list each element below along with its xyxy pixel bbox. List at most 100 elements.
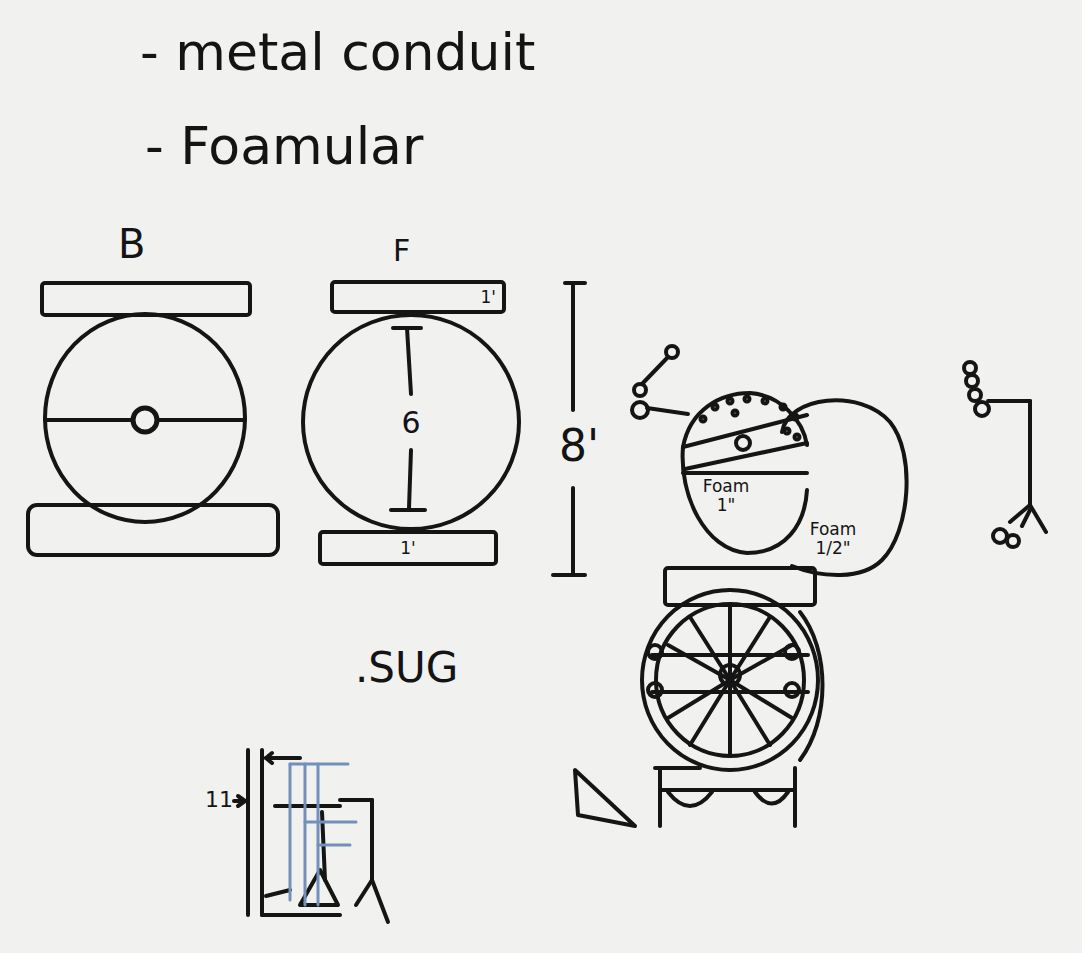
- dimension-line: [409, 450, 411, 508]
- bolt-hole: [713, 405, 718, 410]
- view-letter: F: [393, 234, 410, 267]
- wall-mount-sketch-stroke: [356, 880, 372, 905]
- b-frame-sketch-stroke: [45, 314, 245, 522]
- wall-mount-blue-lines-stroke: [305, 821, 356, 824]
- wheel-assembly-stroke: [800, 612, 823, 760]
- cut-line: [683, 471, 807, 475]
- material-note: - metal conduit: [140, 24, 535, 81]
- wheel-assembly-stroke: [720, 665, 740, 685]
- wheel-assembly: [642, 568, 823, 826]
- piece-outline: [683, 447, 807, 553]
- wall-mount-sketch-stroke: [275, 804, 340, 808]
- disc-outline: [303, 315, 519, 529]
- bolt-hole: [795, 435, 800, 440]
- wheel-assembly-stroke: [785, 645, 799, 659]
- bolt-hole: [745, 397, 750, 402]
- crank-handle-stroke: [647, 408, 688, 414]
- wall-mount-blue-lines-stroke: [304, 764, 307, 905]
- b-frame-sketch: [28, 283, 278, 555]
- stand-sketch-stroke: [993, 529, 1007, 543]
- outline-group: [782, 400, 907, 575]
- node-text: 1': [481, 288, 497, 307]
- wheel-assembly-stroke: [658, 768, 662, 826]
- wheel-assembly-stroke: [730, 680, 770, 745]
- view-letter: B: [118, 222, 145, 266]
- dimension-label: 11: [205, 788, 233, 812]
- stand-sketch-stroke: [1007, 535, 1019, 547]
- wall-mount-sketch-stroke: [260, 750, 264, 915]
- wall-mount-sketch-stroke: [266, 756, 300, 760]
- foam-1in-piece-outline: [675, 385, 810, 560]
- node-text: Foam 1/2": [800, 520, 866, 557]
- stand-sketch-stroke: [969, 389, 981, 401]
- wheel-assembly-stroke: [690, 680, 730, 745]
- wheel-assembly-stroke: [668, 792, 712, 806]
- node-text: 1': [400, 539, 416, 558]
- slab-outline: [320, 532, 496, 564]
- bottom-slab: 1': [318, 530, 498, 566]
- bolt-hole: [701, 417, 706, 422]
- height-dimension-stroke: [571, 285, 575, 410]
- wall-mount-blue-lines-stroke: [317, 764, 320, 905]
- wheel-assembly-stroke: [785, 683, 799, 697]
- node-text: 6: [401, 406, 420, 439]
- wheel-assembly-stroke: [660, 788, 795, 792]
- wall-mount-sketch-stroke: [372, 880, 388, 922]
- crank-handle-stroke: [642, 357, 668, 384]
- wheel-assembly-stroke: [728, 606, 732, 680]
- b-frame-sketch-stroke: [158, 418, 245, 422]
- wheel-assembly-stroke: [668, 680, 730, 718]
- stand-sketch-stroke: [966, 375, 978, 387]
- wall-mount-blue-lines-stroke: [289, 764, 292, 900]
- material-note: - Foamular: [145, 118, 423, 175]
- wall-mount-sketch-stroke: [370, 800, 374, 880]
- piece-outline: [782, 400, 907, 575]
- foam-1in-piece: Foam 1": [675, 385, 810, 560]
- bolt-hole: [763, 399, 768, 404]
- height-dimension-stroke: [565, 281, 585, 285]
- foam-disc: 6: [300, 312, 522, 532]
- wall-mount-sketch-stroke: [238, 796, 245, 806]
- wheel-assembly-stroke: [656, 604, 804, 756]
- stand-sketch-stroke: [1028, 401, 1032, 505]
- crank-handle: [632, 346, 688, 418]
- wedge-sketch-stroke: [575, 770, 635, 826]
- bolt-hole: [781, 405, 786, 410]
- top-slab-outline: [330, 280, 506, 314]
- wall-mount-sketch: [234, 750, 388, 922]
- bolt-hole: [728, 399, 733, 404]
- stand-sketch-stroke: [975, 402, 989, 416]
- b-frame-sketch-stroke: [42, 283, 250, 315]
- crank-handle-stroke: [632, 402, 648, 418]
- wall-mount-sketch-stroke: [340, 798, 372, 802]
- conduit-band: [685, 443, 807, 469]
- height-dimension-stroke: [553, 573, 585, 577]
- height-dimension-label: 8': [556, 420, 602, 472]
- foam-half-in-piece: Foam 1/2": [770, 392, 910, 582]
- dimension-line: [407, 328, 411, 394]
- node-text: Foam 1": [695, 477, 757, 514]
- axle-hole: [736, 436, 750, 450]
- wheel-assembly-stroke: [755, 792, 788, 804]
- b-frame-sketch-stroke: [133, 408, 157, 432]
- height-dimension-stroke: [571, 488, 575, 573]
- wheel-assembly-stroke: [648, 683, 662, 697]
- outline-group: [332, 282, 504, 312]
- b-frame-sketch-stroke: [45, 418, 132, 422]
- wheel-assembly-stroke: [793, 768, 797, 826]
- bolt-hole: [785, 429, 790, 434]
- wall-mount-sketch-stroke: [262, 913, 340, 917]
- stand-sketch-stroke: [1022, 510, 1030, 526]
- stand-sketch-stroke: [1030, 505, 1046, 532]
- wedge-sketch: [575, 770, 635, 826]
- bolt-hole: [733, 411, 738, 416]
- wheel-assembly-stroke: [730, 680, 792, 718]
- outline-group: [320, 532, 496, 564]
- note-text: .SUG: [355, 645, 458, 691]
- crank-handle-stroke: [634, 384, 646, 396]
- wheel-assembly-stroke: [655, 766, 700, 770]
- slab-outline: [332, 282, 504, 312]
- wall-mount-sketch-stroke: [266, 753, 272, 763]
- stand-sketch-stroke: [988, 399, 1030, 403]
- b-frame-sketch-stroke: [28, 505, 278, 555]
